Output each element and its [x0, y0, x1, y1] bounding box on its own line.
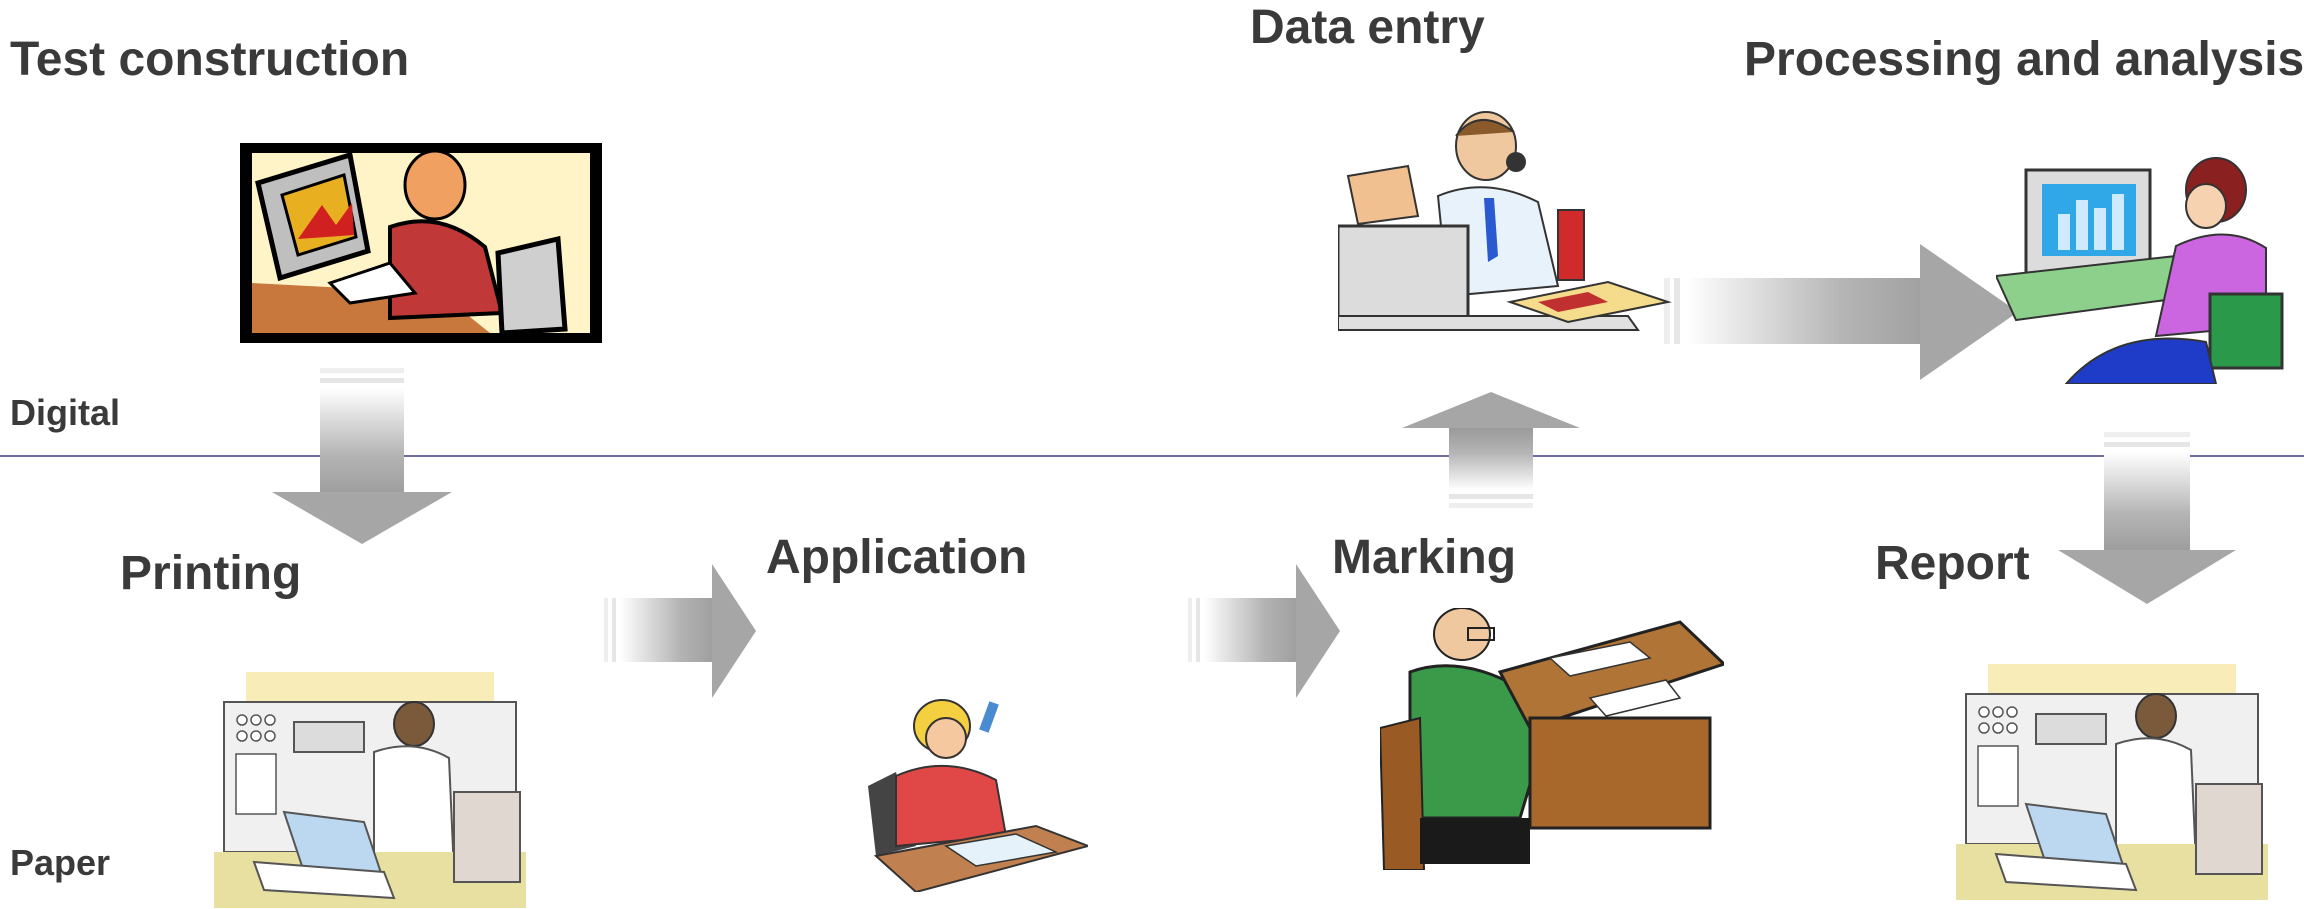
- step-data-entry-label: Data entry: [1250, 1, 1485, 54]
- step-test-construction-label: Test construction: [10, 33, 410, 86]
- arrow-down-to-printing: [272, 368, 452, 544]
- student-writing-clipart-icon: [868, 699, 1088, 892]
- digital-zone-label: Digital: [10, 392, 121, 433]
- paper-zone-label: Paper: [10, 842, 111, 883]
- analyst-computer-clipart-icon: [1996, 157, 2284, 384]
- step-printing-label: Printing: [120, 547, 302, 600]
- arrow-right-to-application: [604, 564, 756, 698]
- arrow-right-to-marking: [1188, 564, 1340, 698]
- arrow-down-to-report: [2058, 432, 2236, 604]
- step-application-label: Application: [766, 531, 1028, 584]
- arrow-up-to-data-entry: [1402, 392, 1580, 508]
- step-marking-label: Marking: [1332, 531, 1517, 584]
- operator-headset-clipart-icon: [1338, 111, 1672, 331]
- teacher-grading-clipart-icon: [1380, 608, 1724, 870]
- computer-user-clipart-icon: [240, 143, 602, 343]
- printer-operator-clipart-icon-report: [1956, 664, 2268, 900]
- printer-operator-clipart-icon: [214, 672, 526, 908]
- step-report-label: Report: [1875, 537, 2030, 590]
- arrow-right-to-processing: [1664, 244, 2018, 380]
- step-processing-label: Processing and analysis: [1744, 33, 2304, 86]
- digital-paper-divider: [0, 455, 2304, 457]
